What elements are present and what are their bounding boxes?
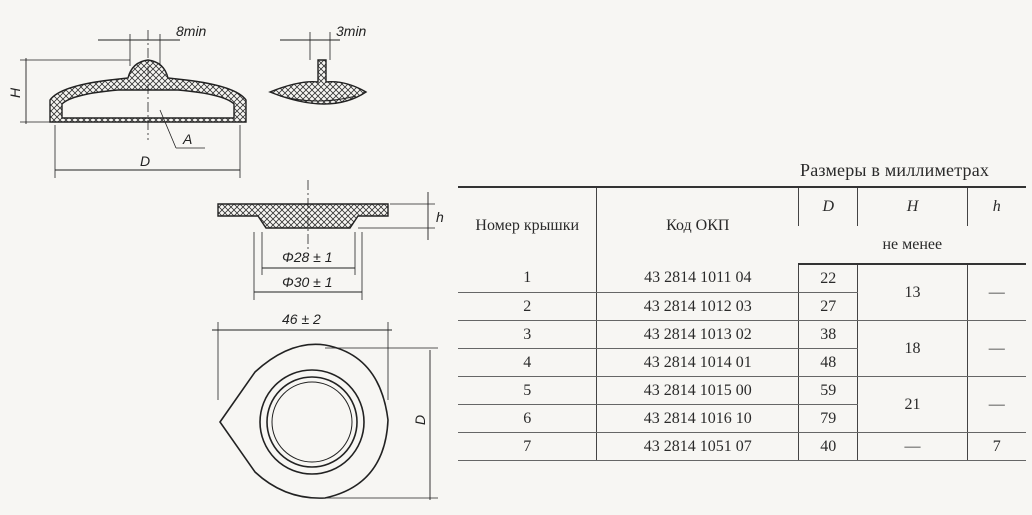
cell-h: —	[966, 320, 1026, 377]
table-row: 1 43 2814 1011 04 22 13 —	[458, 264, 1026, 321]
cell-D: 27	[798, 292, 858, 321]
cell-h: 7	[966, 432, 1026, 461]
header-number: Номер крышки	[458, 186, 597, 264]
header-code: Код ОКП	[596, 186, 799, 264]
label-8min: 8min	[176, 23, 207, 39]
table-row: 7 43 2814 1051 07 40 — 7	[458, 432, 1026, 461]
label-h: h	[436, 209, 444, 225]
cell-code: 43 2814 1051 07	[596, 432, 799, 461]
cell-h: —	[966, 264, 1026, 321]
label-phi30: Φ30 ± 1	[282, 274, 333, 290]
table-row: 3 43 2814 1013 02 38 18 —	[458, 320, 1026, 377]
label-3min: 3min	[336, 23, 367, 39]
label-D-bottom: D	[412, 415, 428, 425]
tab-detail-view	[268, 32, 368, 105]
label-A: A	[182, 131, 192, 147]
cell-code: 43 2814 1011 04	[596, 264, 799, 293]
cell-code: 43 2814 1012 03	[596, 292, 799, 321]
header-H: H	[857, 186, 968, 226]
cell-number: 2	[458, 292, 597, 321]
cell-code: 43 2814 1016 10	[596, 404, 799, 433]
cell-D: 59	[798, 376, 858, 405]
header-min: не менее	[798, 226, 1026, 265]
table-row: 4 43 2814 1014 01 48	[458, 348, 1026, 377]
dimensions-table: Номер крышки Код ОКП D H h не менее 1 43…	[458, 186, 1026, 461]
cap-section-view	[20, 30, 247, 178]
cell-code: 43 2814 1015 00	[596, 376, 799, 405]
cell-number: 7	[458, 432, 597, 461]
cell-H: 13	[857, 264, 968, 321]
table-caption: Размеры в миллиметрах	[800, 160, 990, 180]
label-D-top: D	[140, 153, 150, 169]
cell-D: 22	[798, 264, 858, 293]
cell-H: 21	[857, 376, 968, 433]
cell-h: —	[966, 376, 1026, 433]
cell-number: 6	[458, 404, 597, 433]
flange-section-view	[217, 180, 435, 300]
cap-plan-view	[212, 322, 438, 500]
label-phi28: Φ28 ± 1	[282, 249, 333, 265]
cell-D: 48	[798, 348, 858, 377]
cell-H: 18	[857, 320, 968, 377]
cell-D: 40	[798, 432, 858, 461]
label-46: 46 ± 2	[282, 311, 321, 327]
cell-H: —	[857, 432, 968, 461]
cell-number: 4	[458, 348, 597, 377]
cell-number: 5	[458, 376, 597, 405]
cell-number: 3	[458, 320, 597, 349]
cell-D: 38	[798, 320, 858, 349]
header-h: h	[966, 186, 1026, 226]
cell-code: 43 2814 1014 01	[596, 348, 799, 377]
cell-number: 1	[458, 264, 597, 293]
label-H: H	[7, 87, 23, 98]
header-D: D	[798, 186, 858, 226]
table-row: 5 43 2814 1015 00 59 21 —	[458, 376, 1026, 433]
cell-D: 79	[798, 404, 858, 433]
table-row: 6 43 2814 1016 10 79	[458, 404, 1026, 433]
table-row: 2 43 2814 1012 03 27	[458, 292, 1026, 321]
cell-code: 43 2814 1013 02	[596, 320, 799, 349]
